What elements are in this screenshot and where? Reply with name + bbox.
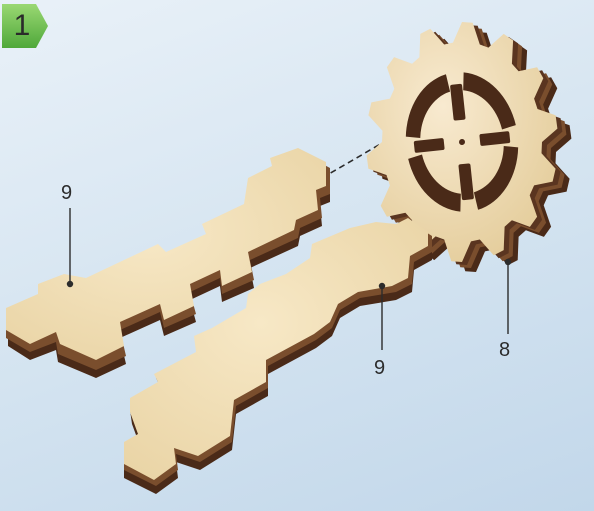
gear-cross-slot	[450, 83, 466, 121]
gear-window-arc	[408, 154, 461, 212]
leader-lines	[66, 208, 512, 350]
leader-dot-gear	[504, 258, 512, 266]
callout-arm-upper: 9	[61, 182, 73, 204]
gear-window-arc	[405, 74, 451, 139]
step-badge: 1	[2, 4, 50, 48]
gear-center-hole	[459, 139, 465, 145]
gear-window-arc	[473, 145, 519, 210]
callout-gear: 8	[499, 339, 511, 361]
arm-lower-face	[124, 218, 428, 480]
arm-upper-face	[6, 148, 326, 360]
gear-part	[366, 22, 572, 272]
step-number: 1	[13, 9, 31, 42]
gear-cross-slot	[413, 138, 445, 153]
gear-cutouts	[405, 72, 519, 212]
leader-dot-arm-lower	[378, 282, 386, 290]
gear-window-arc	[463, 72, 516, 130]
arm-upper-part	[6, 148, 330, 378]
gear-cross-slot	[479, 131, 511, 146]
callout-arm-lower: 9	[374, 357, 386, 379]
gear-cross-slot	[458, 163, 474, 201]
leader-dot-arm-upper	[66, 280, 74, 288]
step-badge-shape	[2, 4, 48, 48]
arm-lower-part	[124, 218, 432, 494]
